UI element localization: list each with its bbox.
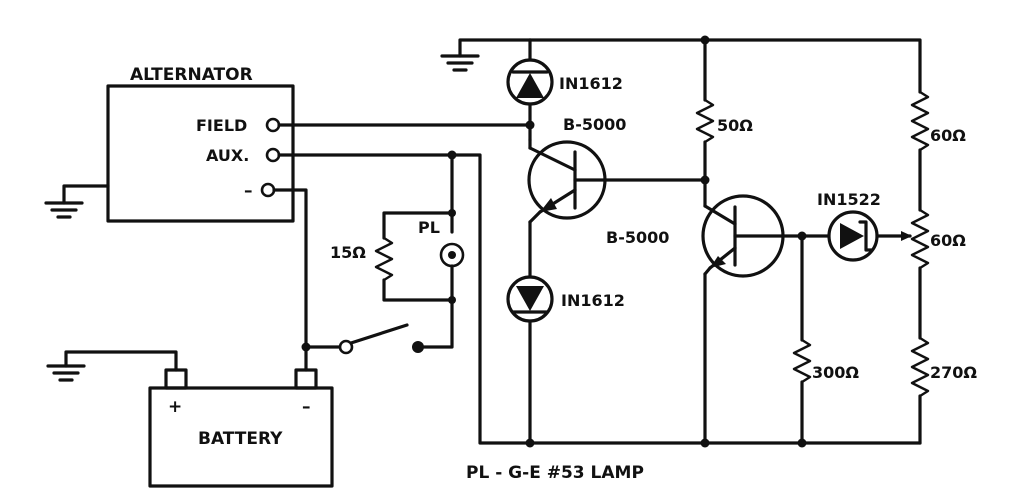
battery: + – BATTERY: [148, 368, 334, 488]
resistor-270-label: 270Ω: [930, 363, 977, 382]
diode-top-label: IN1612: [559, 74, 623, 93]
resistor-60-top-label: 60Ω: [930, 126, 966, 145]
resistor-270-ohm: 270Ω: [910, 336, 977, 445]
resistor-300-ohm: 300Ω: [792, 234, 859, 448]
lamp-resistor-network: PL 15Ω: [277, 150, 532, 445]
resistor-50-ohm: 50Ω: [695, 38, 753, 185]
resistor-60-ohm-top: 60Ω: [910, 90, 966, 212]
switch: [304, 298, 454, 355]
battery-label: BATTERY: [198, 429, 283, 449]
resistor-300-label: 300Ω: [812, 363, 859, 382]
transistor-1: B-5000: [527, 115, 707, 224]
footnote-label: PL - G-E #53 LAMP: [466, 463, 644, 483]
pilot-lamp-label: PL: [418, 218, 440, 237]
aux-terminal: [265, 147, 281, 163]
battery-minus-label: –: [302, 397, 311, 417]
alternator-ground: [44, 184, 110, 219]
top-ground: [440, 38, 532, 72]
resistor-50-label: 50Ω: [717, 116, 753, 135]
top-rail: [528, 38, 922, 94]
minus-terminal: [260, 182, 276, 198]
diode-bottom: IN1612: [506, 220, 625, 448]
alternator: ALTERNATOR FIELD AUX. –: [106, 65, 295, 223]
battery-ground: [46, 350, 178, 382]
battery-negative-wire: [272, 188, 308, 372]
resistor-60-ohm-pot: 60Ω: [910, 208, 966, 340]
zener-diode: IN1522: [800, 190, 912, 262]
resistor-60-pot-label: 60Ω: [930, 231, 966, 250]
diode-top: IN1612: [506, 38, 623, 142]
aux-terminal-label: AUX.: [206, 146, 249, 165]
minus-terminal-label: –: [244, 181, 253, 201]
transistor-2-label: B-5000: [606, 228, 669, 247]
zener-diode-label: IN1522: [817, 190, 881, 209]
field-terminal: [265, 117, 281, 133]
alternator-label: ALTERNATOR: [130, 65, 253, 85]
field-terminal-label: FIELD: [196, 116, 247, 135]
resistor-15-ohm: [374, 236, 394, 282]
resistor-15-label: 15Ω: [330, 243, 366, 262]
transistor-2: B-5000: [606, 178, 807, 448]
battery-plus-label: +: [168, 397, 182, 417]
diode-bottom-label: IN1612: [561, 291, 625, 310]
transistor-1-label: B-5000: [563, 115, 626, 134]
